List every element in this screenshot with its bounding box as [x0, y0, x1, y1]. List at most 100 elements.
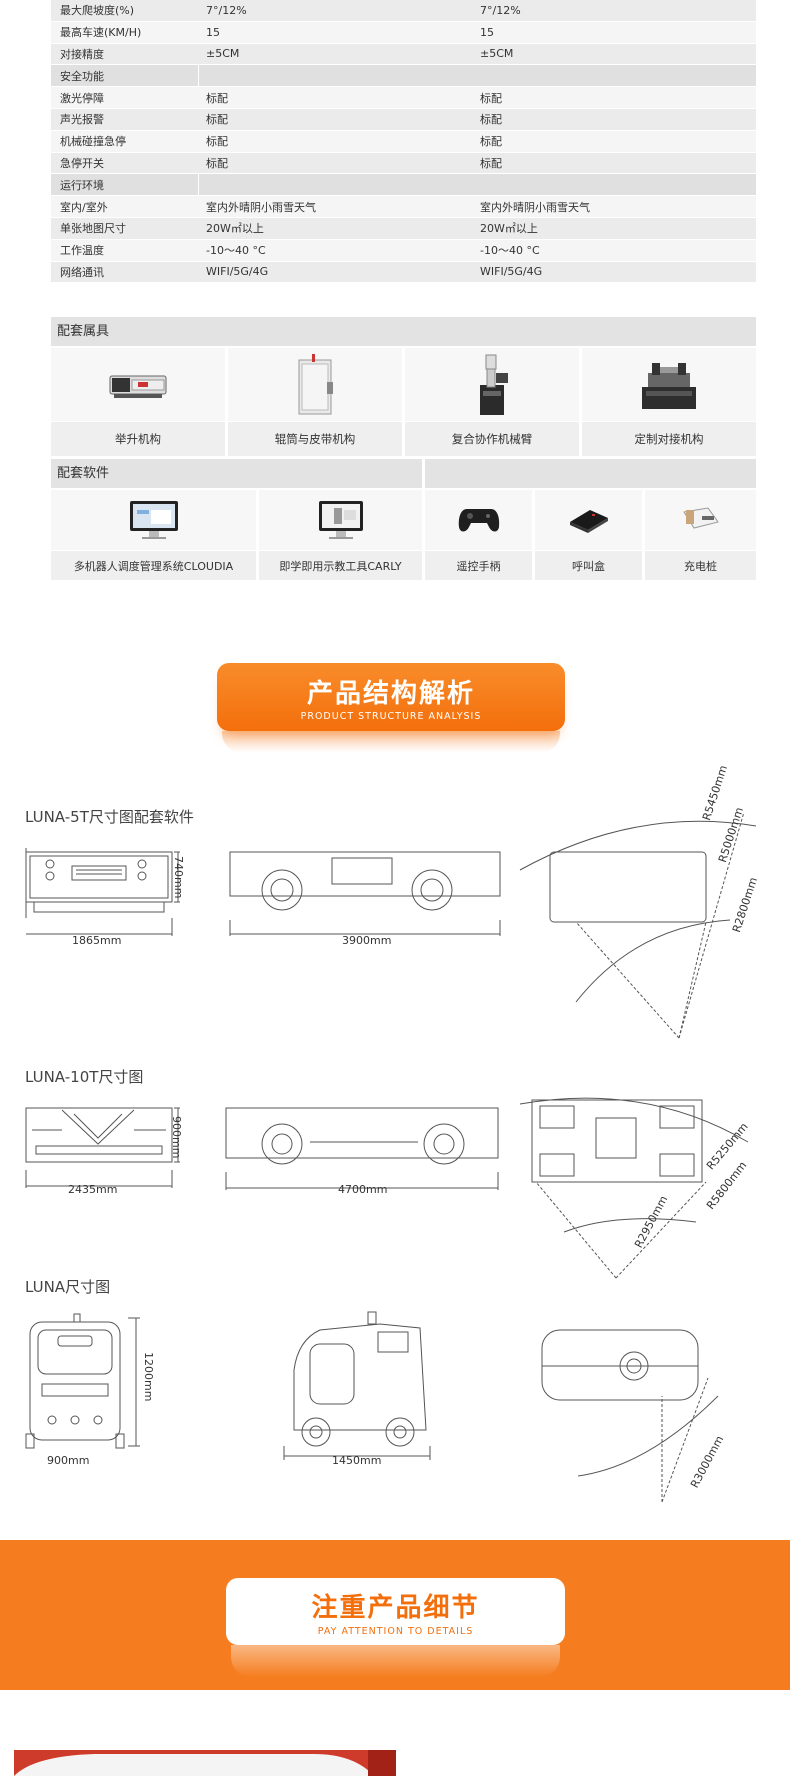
spec-value-luna5t: WIFI/5G/4G — [206, 265, 269, 279]
software-item: 遥控手柄 — [425, 490, 532, 580]
robot-arm-icon — [405, 348, 579, 422]
accessory-label: 定制对接机构 — [582, 422, 756, 456]
software-label: 充电桩 — [645, 551, 756, 580]
spec-label: 网络通讯 — [60, 265, 104, 279]
lift-mechanism-icon — [51, 348, 225, 422]
luna10t-height-label: 900mm — [170, 1116, 183, 1159]
spec-value-luna10t: -10～40 °C — [480, 244, 540, 258]
spec-value-luna5t: 15 — [206, 25, 220, 39]
spec-value-luna10t: WIFI/5G/4G — [480, 265, 543, 279]
details-banner-subtitle: PAY ATTENTION TO DETAILS — [317, 1626, 474, 1637]
accessories-grid: 举升机构 辊筒与皮带机构 复合协作机械臂 定制对接机构 — [51, 348, 756, 456]
software-item: 充电桩 — [645, 490, 756, 580]
spec-value-luna10t: 20W㎡以上 — [480, 222, 538, 236]
banner-reflection — [231, 1645, 560, 1677]
spec-label: 单张地图尺寸 — [60, 222, 126, 236]
software-header: 配套软件 — [51, 459, 756, 488]
accessory-label: 复合协作机械臂 — [405, 422, 579, 456]
accessory-item: 复合协作机械臂 — [405, 348, 579, 456]
software-title: 配套软件 — [51, 459, 422, 488]
monitor-icon — [51, 490, 256, 551]
spec-section-fill — [198, 65, 756, 87]
spec-row: 最大爬坡度(%) 7°/12% 7°/12% — [51, 0, 756, 22]
structure-banner-title: 产品结构解析 — [306, 679, 475, 709]
spec-row: 机械碰撞急停标配标配 — [51, 130, 756, 153]
spec-value-luna10t: ±5CM — [480, 47, 514, 61]
spec-value-luna5t: 标配 — [206, 156, 228, 170]
accessories-header: 配套属具 — [51, 317, 756, 346]
software-item: 多机器人调度管理系统CLOUDIA — [51, 490, 256, 580]
spec-value-luna10t: 7°/12% — [480, 3, 521, 17]
spec-label: 声光报警 — [60, 113, 104, 127]
docking-mechanism-icon — [582, 348, 756, 422]
spec-row: 单张地图尺寸 20W㎡以上 20W㎡以上 — [51, 217, 756, 240]
details-banner-title: 注重产品细节 — [311, 1593, 480, 1623]
spec-value-luna5t: ±5CM — [206, 47, 240, 61]
spec-row: 激光停障标配标配 — [51, 87, 756, 109]
software-item: 即学即用示教工具CARLY — [259, 490, 422, 580]
spec-label: 工作温度 — [60, 244, 104, 258]
accessory-item: 举升机构 — [51, 348, 225, 456]
luna10t-width-label: 2435mm — [68, 1183, 118, 1196]
banner-reflection — [222, 731, 560, 753]
luna10t-side-drawing — [225, 1107, 499, 1190]
gamepad-icon — [425, 490, 532, 551]
luna5t-title: LUNA-5T尺寸图配套软件 — [25, 808, 194, 826]
luna-title: LUNA尺寸图 — [25, 1278, 111, 1296]
spec-value-luna5t: 20W㎡以上 — [206, 222, 264, 236]
software-label: 多机器人调度管理系统CLOUDIA — [51, 551, 256, 580]
luna5t-width-label: 1865mm — [72, 934, 122, 947]
luna5t-turning-drawing — [519, 811, 757, 1039]
spec-label: 急停开关 — [60, 156, 104, 170]
spec-value-luna5t: 室内外晴阴小雨雪天气 — [206, 200, 316, 214]
spec-row: 最高车速(KM/H) 15 15 — [51, 21, 756, 44]
roller-belt-icon — [228, 348, 402, 422]
luna-front-drawing — [25, 1313, 140, 1449]
luna-side-drawing — [283, 1311, 431, 1460]
spec-value-luna5t: 7°/12% — [206, 3, 247, 17]
spec-label: 最高车速(KM/H) — [60, 26, 142, 40]
charging-pile-icon — [645, 490, 756, 551]
accessory-label: 举升机构 — [51, 422, 225, 456]
luna10t-length-label: 4700mm — [338, 1183, 388, 1196]
monitor-icon — [259, 490, 422, 551]
luna5t-height-label: 740mm — [172, 856, 185, 899]
spec-value-luna10t: 15 — [480, 25, 494, 39]
spec-value-luna5t: 标配 — [206, 135, 228, 149]
luna-width-label: 900mm — [47, 1454, 90, 1467]
software-header-blank — [425, 459, 756, 488]
details-banner: 注重产品细节 PAY ATTENTION TO DETAILS — [226, 1578, 565, 1645]
spec-value-luna10t: 标配 — [480, 135, 502, 149]
accessory-item: 定制对接机构 — [582, 348, 756, 456]
spec-section-row: 运行环境 — [51, 174, 756, 197]
spec-row: 对接精度±5CM±5CM — [51, 43, 756, 66]
software-label: 即学即用示教工具CARLY — [259, 551, 422, 580]
structure-banner: 产品结构解析 PRODUCT STRUCTURE ANALYSIS — [217, 663, 565, 731]
spec-row: 室内/室外室内外晴阴小雨雪天气室内外晴阴小雨雪天气 — [51, 196, 756, 218]
luna-length-label: 1450mm — [332, 1454, 382, 1467]
spec-label: 激光停障 — [60, 91, 104, 105]
software-grid: 多机器人调度管理系统CLOUDIA 即学即用示教工具CARLY 遥控手柄 呼叫盒… — [51, 490, 756, 580]
spec-row: 声光报警标配标配 — [51, 108, 756, 131]
spec-value-luna5t: -10～40 °C — [206, 244, 266, 258]
luna5t-front-drawing — [25, 848, 180, 936]
spec-value-luna5t: 标配 — [206, 113, 228, 127]
luna5t-side-drawing — [229, 851, 501, 936]
spec-row: 急停开关标配标配 — [51, 152, 756, 175]
spec-section-fill — [198, 174, 756, 196]
spec-section-row: 安全功能 — [51, 65, 756, 88]
call-box-icon — [535, 490, 642, 551]
software-label: 遥控手柄 — [425, 551, 532, 580]
detail-photo — [14, 1750, 396, 1776]
luna-height-label: 1200mm — [142, 1352, 155, 1402]
spec-section-label: 运行环境 — [60, 178, 104, 192]
luna10t-title: LUNA-10T尺寸图 — [25, 1068, 144, 1086]
luna10t-front-drawing — [25, 1107, 180, 1188]
spec-label: 最大爬坡度(%) — [60, 4, 135, 18]
luna-turning-drawing — [541, 1329, 719, 1503]
spec-section-label: 安全功能 — [60, 69, 104, 83]
spec-row: 工作温度 -10～40 °C -10～40 °C — [51, 239, 756, 262]
spec-value-luna10t: 室内外晴阴小雨雪天气 — [480, 200, 590, 214]
luna10t-turning-drawing — [519, 1097, 749, 1279]
